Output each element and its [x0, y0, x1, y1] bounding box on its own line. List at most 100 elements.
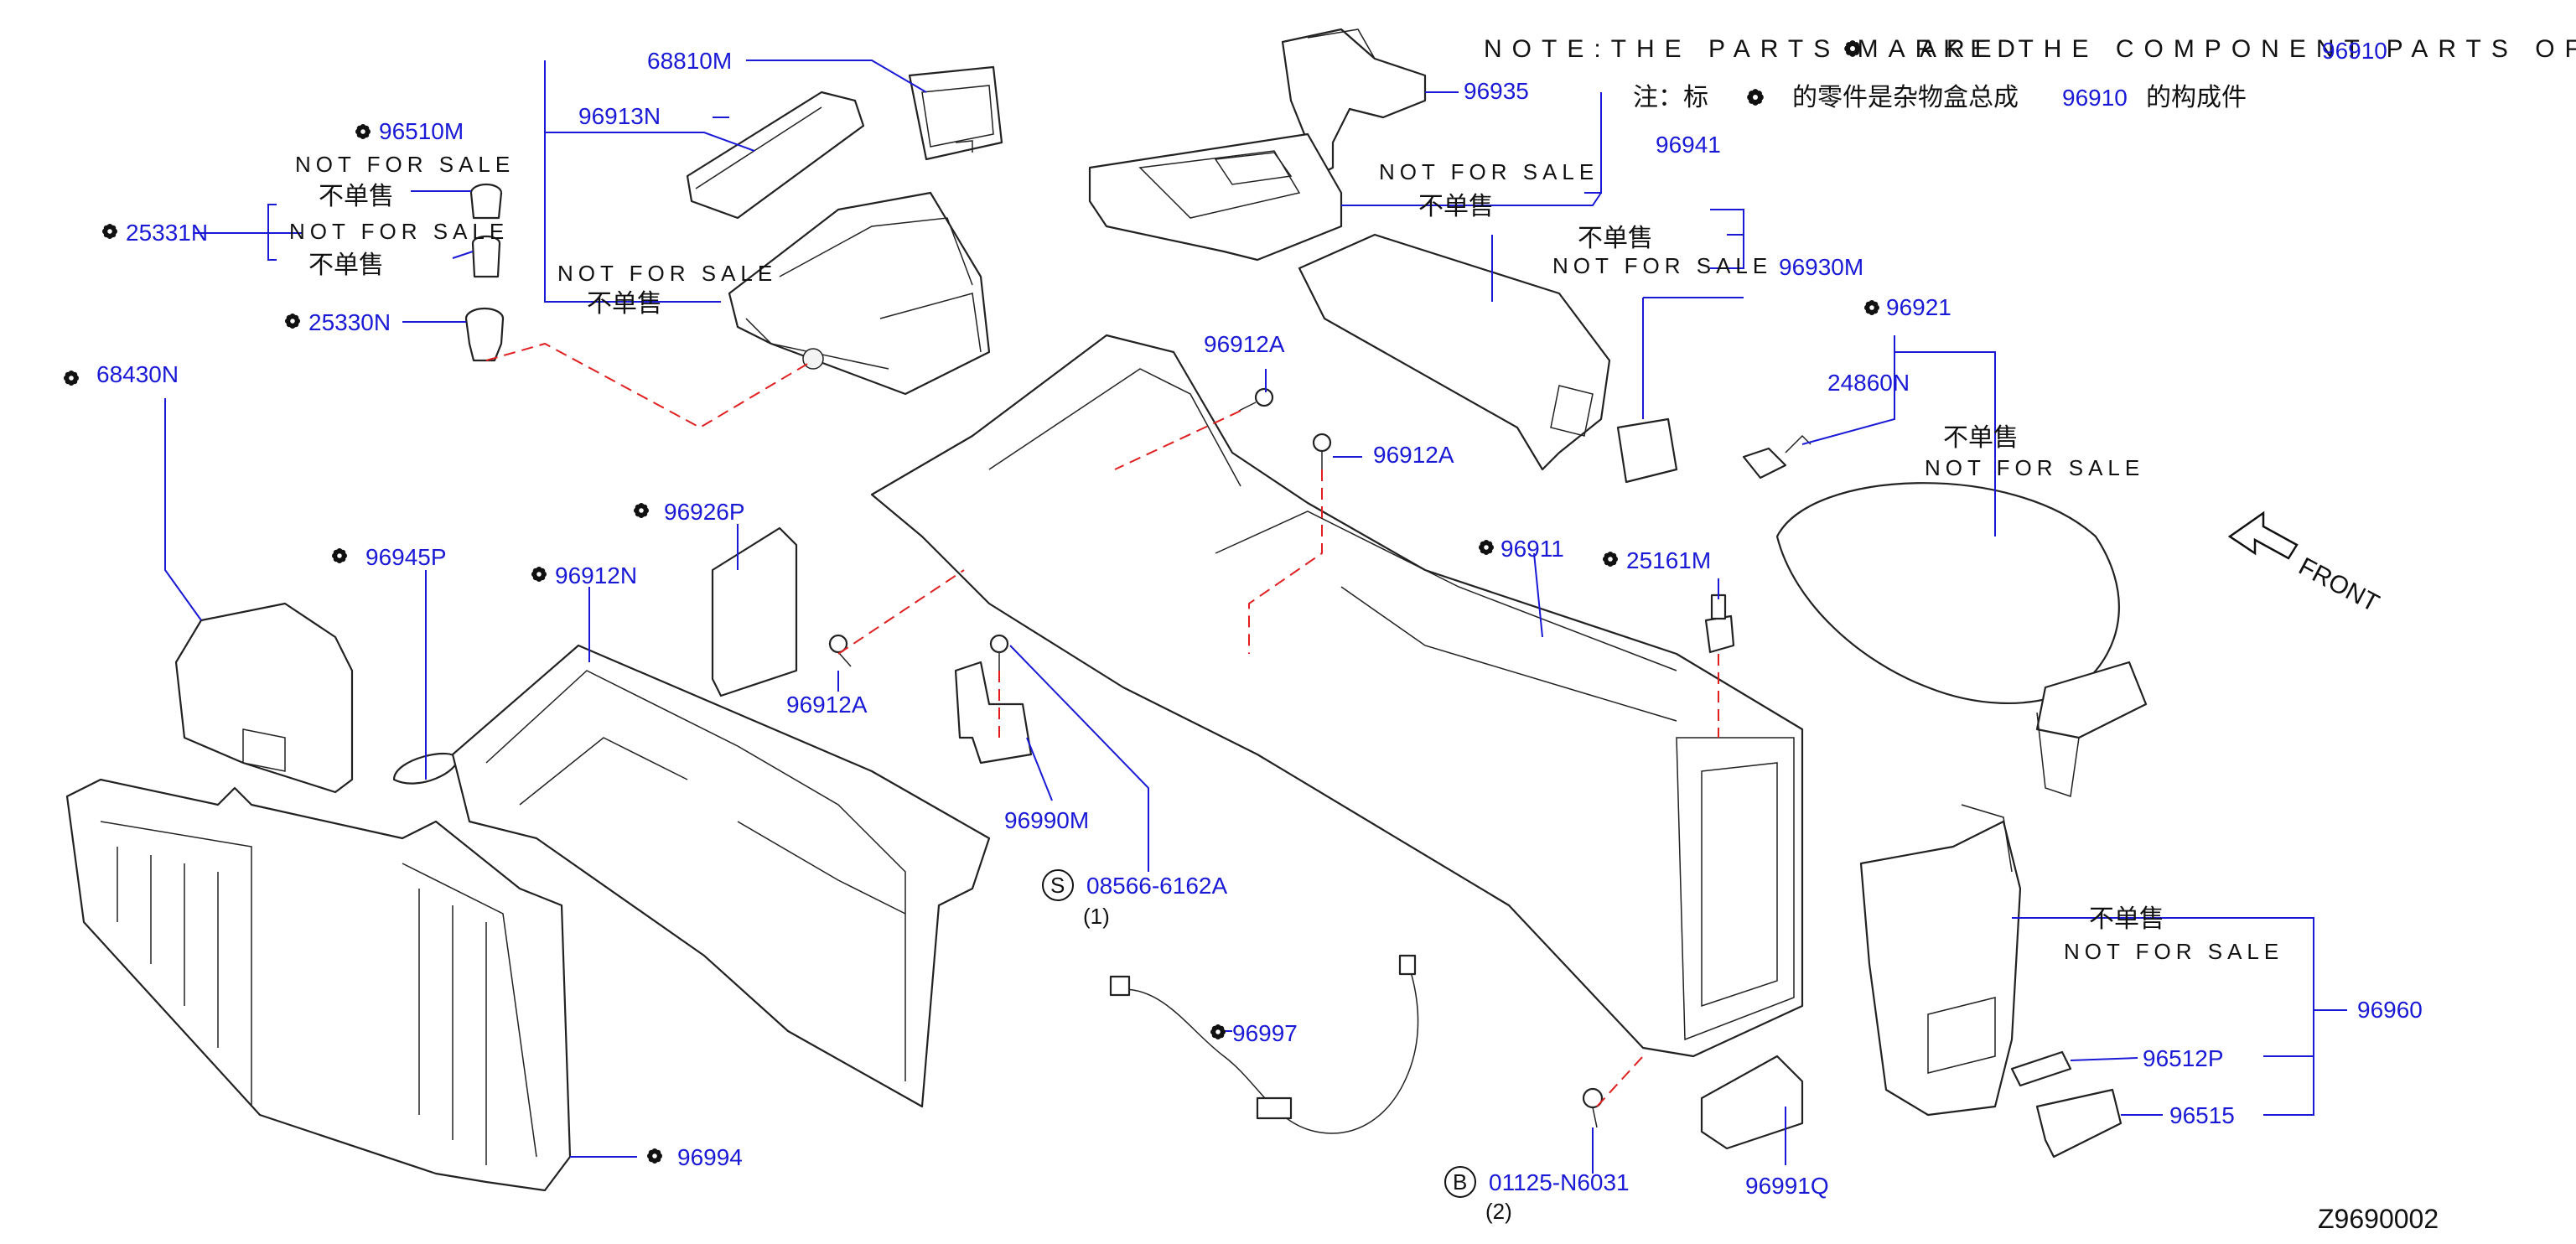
rear-frame-drawing	[65, 778, 572, 1192]
mat-drawing	[686, 91, 865, 220]
rear-panel-drawing	[1859, 804, 2022, 1117]
cover-drawing	[1700, 1055, 1804, 1150]
part-label-25331N[interactable]: 25331N	[126, 220, 208, 246]
diagram-code: Z9690002	[2318, 1204, 2439, 1234]
not-for-sale-en-3: NOT FOR SALE	[557, 261, 777, 286]
not-for-sale-cn-4: 不单售	[1418, 192, 1494, 221]
part-label-96911[interactable]: 96911	[1501, 536, 1564, 562]
note-line1-part[interactable]: 96910	[2322, 38, 2387, 64]
part-label-96912A-3[interactable]: 96912A	[786, 692, 868, 718]
part-label-96912N[interactable]: 96912N	[555, 562, 637, 588]
component-mark-icon	[1747, 89, 1764, 106]
side-panel-drawing	[1298, 233, 1611, 471]
part-label-96945P[interactable]: 96945P	[365, 544, 447, 570]
not-for-sale-en-4: NOT FOR SALE	[1379, 159, 1599, 184]
grille-drawing	[2010, 1050, 2072, 1087]
tray-drawing	[2035, 1088, 2122, 1158]
component-mark-icon	[101, 223, 118, 240]
not-for-sale-cn-2: 不单售	[308, 251, 384, 280]
not-for-sale-cn-6: 不单售	[1943, 423, 2019, 453]
note-line1-prefix: NOTE:THE PARTS MARKED	[1484, 35, 2025, 63]
part-label-68430N[interactable]: 68430N	[96, 361, 179, 387]
component-mark-icon	[646, 1148, 663, 1164]
lamp-drawing	[1704, 593, 1735, 654]
not-for-sale-cn-5: 不单售	[1578, 224, 1653, 253]
not-for-sale-en-6: NOT FOR SALE	[1925, 455, 2144, 480]
component-mark-icon	[1602, 551, 1619, 568]
standard-part-letter: S	[1050, 873, 1065, 898]
note-line2-suffix: 的构成件	[2146, 83, 2247, 112]
trim-panel-drawing	[711, 526, 798, 697]
front-arrow-icon	[2227, 511, 2299, 560]
standard-part-circle	[1042, 869, 1074, 901]
part-label-96990M[interactable]: 96990M	[1004, 807, 1089, 833]
not-for-sale-cn-7: 不单售	[2089, 904, 2164, 934]
part-label-96512P[interactable]: 96512P	[2143, 1045, 2224, 1071]
quantity-2: (2)	[1485, 1199, 1512, 1224]
bracket-drawing	[954, 661, 1033, 765]
component-mark-icon	[1863, 299, 1880, 316]
quantity-1: (1)	[1083, 904, 1110, 929]
small-cap-drawing	[1616, 417, 1678, 484]
parts-artwork	[65, 28, 2148, 1192]
not-for-sale-cn-1: 不单售	[319, 182, 394, 211]
part-label-96991Q[interactable]: 96991Q	[1745, 1173, 1829, 1199]
part-label-68810M[interactable]: 68810M	[647, 48, 732, 74]
not-for-sale-en-2: NOT FOR SALE	[289, 219, 509, 244]
shifter-finisher-drawing	[1088, 132, 1343, 262]
note-line2-mid: 的零件是杂物盒总成	[1792, 83, 2019, 112]
component-mark-icon	[1478, 539, 1495, 556]
front-label: FRONT	[2294, 552, 2384, 618]
part-label-08566-6162A[interactable]: 08566-6162A	[1086, 873, 1227, 899]
note-header: NOTE:THE PARTS MARKED ARE THE COMPONENT …	[1484, 35, 2576, 112]
part-labels: 68810M 96913N 96510M NOT FOR SALE 不单售 NO…	[63, 48, 2423, 1224]
bolt-part-circle	[1444, 1166, 1476, 1198]
switch-drawing	[1742, 434, 1811, 479]
component-mark-icon	[531, 566, 547, 583]
main-console-drawing	[870, 334, 1804, 1058]
component-mark-icon	[633, 502, 650, 519]
part-label-25161M[interactable]: 25161M	[1626, 547, 1711, 573]
part-label-25330N[interactable]: 25330N	[308, 309, 391, 335]
pocket-box-drawing	[908, 65, 1003, 161]
component-mark-icon	[331, 547, 348, 564]
leader-lines	[164, 60, 2347, 1174]
part-label-96912A-2[interactable]: 96912A	[1373, 442, 1454, 468]
socket-drawing	[464, 183, 505, 362]
part-label-96912A-1[interactable]: 96912A	[1204, 331, 1285, 357]
part-label-96921[interactable]: 96921	[1886, 294, 1951, 320]
component-mark-icon	[63, 370, 80, 386]
component-mark-icon	[355, 123, 371, 140]
component-mark-icon	[284, 313, 301, 329]
part-label-96930M[interactable]: 96930M	[1779, 254, 1863, 280]
front-tray-drawing	[728, 191, 991, 396]
part-label-96960[interactable]: 96960	[2357, 997, 2423, 1023]
screw-drawings	[828, 387, 1604, 1128]
part-label-01125-N6031[interactable]: 01125-N6031	[1489, 1169, 1630, 1195]
not-for-sale-cn-3: 不单售	[587, 289, 662, 319]
part-label-96926P[interactable]: 96926P	[664, 499, 745, 525]
note-line2-prefix: 注：标	[1633, 83, 1708, 112]
front-frame-drawing	[451, 644, 991, 1108]
part-label-96515[interactable]: 96515	[2169, 1102, 2235, 1128]
not-for-sale-en-5: NOT FOR SALE	[1552, 253, 1772, 278]
part-label-96994[interactable]: 96994	[677, 1144, 743, 1170]
lid-drawing	[174, 602, 354, 794]
not-for-sale-en-1: NOT FOR SALE	[295, 152, 515, 177]
note-line2-part[interactable]: 96910	[2062, 85, 2128, 111]
part-label-96913N[interactable]: 96913N	[578, 103, 661, 129]
harness-drawing	[1109, 954, 1419, 1134]
part-label-96997[interactable]: 96997	[1232, 1020, 1298, 1046]
assembly-lines	[485, 342, 1719, 1107]
note-line1-suffix: ARE THE COMPONENT PARTS OF	[1920, 35, 2576, 63]
component-mark-icon	[1210, 1024, 1226, 1040]
part-label-24860N[interactable]: 24860N	[1827, 370, 1910, 396]
part-label-96510M[interactable]: 96510M	[379, 118, 464, 144]
part-label-96941[interactable]: 96941	[1656, 132, 1721, 158]
part-label-96935[interactable]: 96935	[1464, 78, 1529, 104]
not-for-sale-en-7: NOT FOR SALE	[2064, 939, 2283, 964]
armrest-drawing	[1775, 482, 2148, 797]
front-direction-indicator: FRONT	[2227, 511, 2384, 618]
bolt-part-letter: B	[1453, 1169, 1467, 1195]
